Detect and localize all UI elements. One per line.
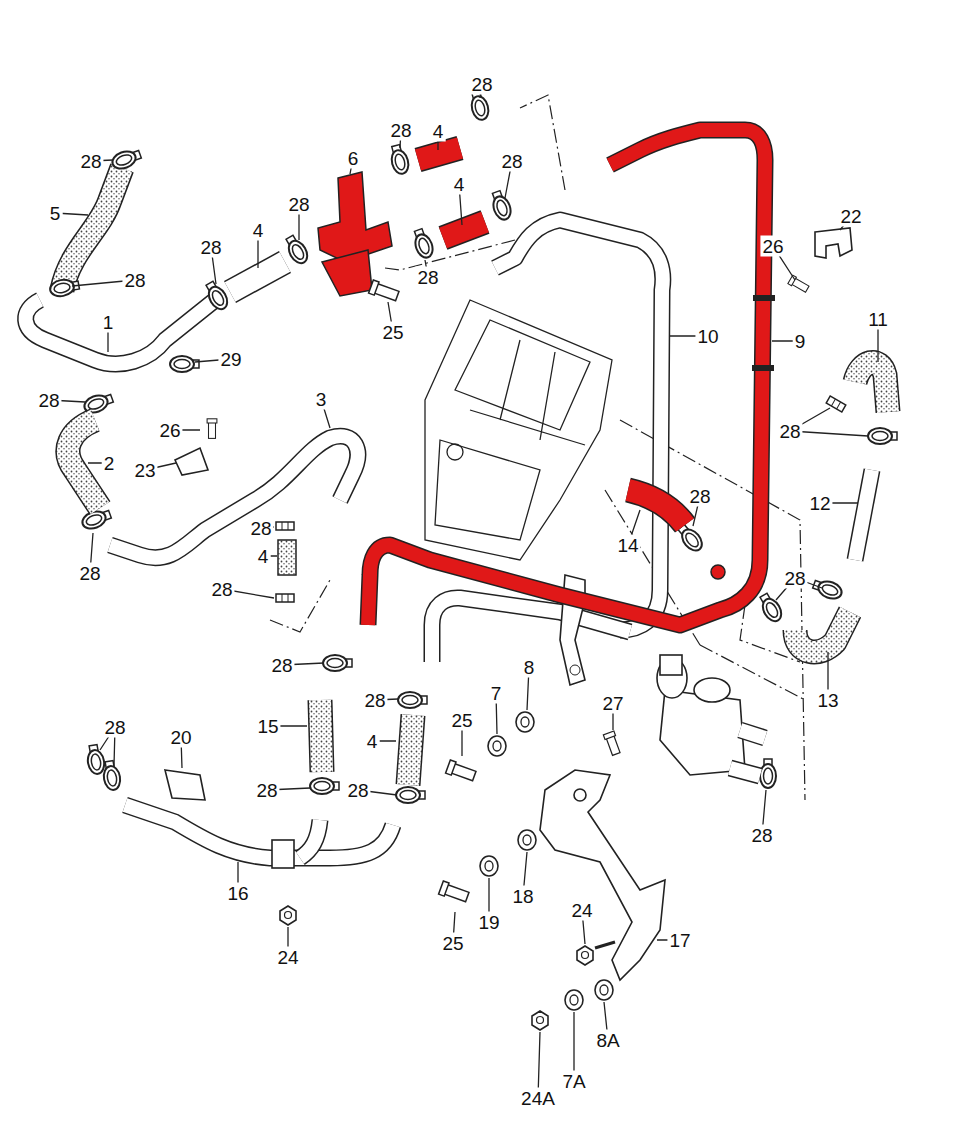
callout-number: 24A bbox=[519, 1088, 557, 1109]
callout-number: 28 bbox=[415, 267, 440, 288]
callout-number: 22 bbox=[838, 206, 863, 227]
pipe-3 bbox=[110, 419, 358, 602]
callout-number: 28 bbox=[102, 717, 127, 738]
clip-22 bbox=[788, 228, 852, 293]
red-hoses-4 bbox=[418, 148, 485, 238]
callout-number: 28 bbox=[198, 237, 223, 258]
callout-number: 28 bbox=[777, 421, 802, 442]
callout-number: 1 bbox=[101, 312, 116, 333]
callout-number: 26 bbox=[157, 420, 182, 441]
callout-number: 28 bbox=[77, 563, 102, 584]
callout-number: 28 bbox=[248, 518, 273, 539]
callout-number: 24 bbox=[569, 900, 594, 921]
callout-number: 4 bbox=[365, 731, 380, 752]
callout-number: 4 bbox=[251, 220, 266, 241]
callout-number: 3 bbox=[314, 389, 329, 410]
callout-number: 28 bbox=[687, 486, 712, 507]
callout-number: 28 bbox=[749, 825, 774, 846]
callout-number: 13 bbox=[815, 690, 840, 711]
callout-number: 28 bbox=[345, 780, 370, 801]
pipe-9 bbox=[368, 130, 775, 625]
callout-number: 28 bbox=[78, 151, 103, 172]
engine-block bbox=[425, 300, 612, 560]
callout-number: 25 bbox=[440, 933, 465, 954]
callout-number: 28 bbox=[499, 151, 524, 172]
pipe-10 bbox=[495, 220, 663, 630]
callout-number: 15 bbox=[255, 716, 280, 737]
callout-number: 6 bbox=[346, 148, 361, 169]
callout-number: 4 bbox=[452, 174, 467, 195]
callout-number: 24 bbox=[275, 947, 300, 968]
callout-number: 9 bbox=[793, 331, 808, 352]
hose-2 bbox=[68, 420, 100, 508]
callout-number: 28 bbox=[122, 270, 147, 291]
hose-11 bbox=[826, 362, 888, 412]
connector-6 bbox=[318, 172, 400, 303]
callout-number: 26 bbox=[760, 236, 785, 257]
hose-12 bbox=[855, 470, 872, 560]
callout-number: 12 bbox=[807, 493, 832, 514]
callout-number: 4 bbox=[256, 546, 271, 567]
callout-number: 19 bbox=[476, 912, 501, 933]
callout-number: 7 bbox=[489, 683, 504, 704]
callout-number: 28 bbox=[286, 194, 311, 215]
hose-5 bbox=[62, 168, 122, 290]
callout-number: 11 bbox=[866, 309, 890, 330]
callout-number: 28 bbox=[209, 579, 234, 600]
bracket-17 bbox=[439, 712, 665, 1030]
callout-number: 25 bbox=[380, 322, 405, 343]
pump bbox=[657, 655, 765, 776]
callout-number: 28 bbox=[782, 568, 807, 589]
callout-number: 8 bbox=[522, 657, 537, 678]
callout-number: 10 bbox=[695, 326, 720, 347]
callout-number: 20 bbox=[168, 727, 193, 748]
callout-number: 25 bbox=[449, 710, 474, 731]
callout-number: 29 bbox=[218, 349, 243, 370]
callout-number: 16 bbox=[225, 883, 250, 904]
callout-number: 28 bbox=[388, 120, 413, 141]
hose-15 bbox=[320, 700, 322, 772]
hose-4-lower bbox=[408, 715, 413, 785]
callout-number: 7A bbox=[560, 1071, 587, 1092]
callout-number: 4 bbox=[431, 121, 446, 142]
callout-number: 2 bbox=[102, 453, 117, 474]
hose-clamps bbox=[49, 90, 897, 803]
callout-number: 17 bbox=[667, 930, 692, 951]
callout-number: 14 bbox=[615, 535, 640, 556]
callout-number: 28 bbox=[469, 74, 494, 95]
callout-number: 28 bbox=[362, 690, 387, 711]
callout-number: 8A bbox=[594, 1030, 621, 1051]
callout-number: 28 bbox=[269, 655, 294, 676]
callout-number: 28 bbox=[36, 390, 61, 411]
callout-number: 5 bbox=[48, 203, 63, 224]
callout-number: 27 bbox=[600, 693, 625, 714]
hose-13 bbox=[795, 612, 850, 652]
pipe-1 bbox=[26, 300, 215, 364]
pipe-16 bbox=[125, 770, 393, 925]
callout-number: 23 bbox=[132, 460, 157, 481]
callout-number: 28 bbox=[254, 780, 279, 801]
leader-lines bbox=[49, 84, 878, 1098]
callout-number: 18 bbox=[510, 886, 535, 907]
